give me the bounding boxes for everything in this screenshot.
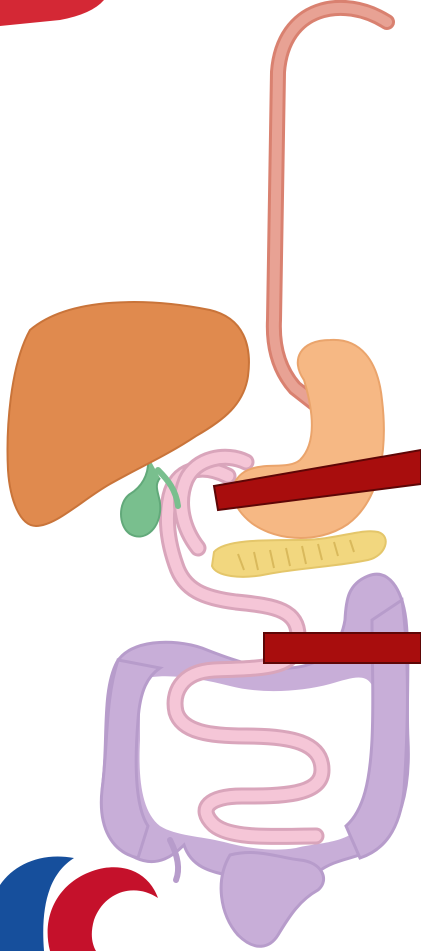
logo-red-shape: [48, 867, 158, 951]
pointer-bar-lower: [264, 633, 421, 663]
liver: [8, 302, 249, 526]
stomach: [233, 340, 384, 538]
corner-red-tab: [0, 0, 104, 26]
logo: [0, 856, 158, 951]
